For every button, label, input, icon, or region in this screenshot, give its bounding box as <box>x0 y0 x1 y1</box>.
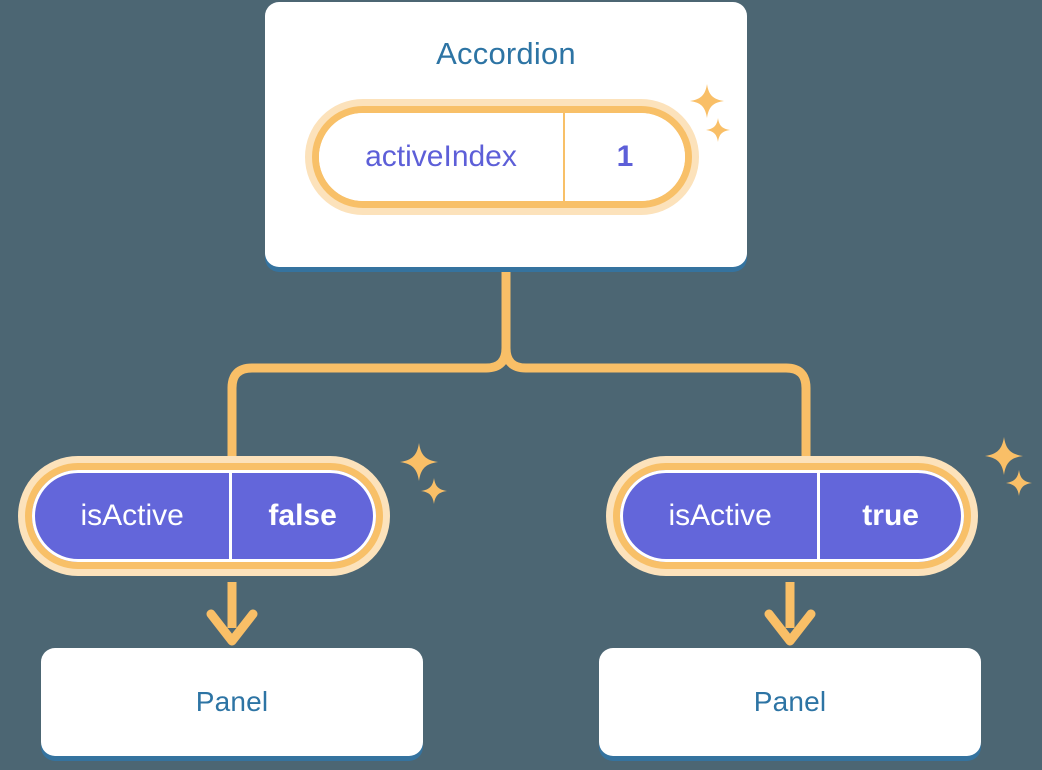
state-key: isActive <box>80 499 184 532</box>
state-pill-is-active-true[interactable]: isActive true <box>613 463 971 569</box>
tree-connector-path <box>227 263 811 468</box>
component-card-panel-right[interactable]: Panel <box>599 648 981 756</box>
sparkle-large-icon <box>690 84 724 118</box>
sparkle-small-icon <box>421 478 447 504</box>
component-title: Panel <box>753 686 827 717</box>
sparkle-large-icon <box>400 443 438 481</box>
sparkle-large-icon <box>985 437 1023 475</box>
sparkle-small-icon <box>1006 470 1032 496</box>
arrow-down-icon-right <box>764 582 816 646</box>
component-title: Accordion <box>436 36 576 71</box>
state-key: isActive <box>668 499 772 532</box>
state-pill-is-active-false[interactable]: isActive false <box>25 463 383 569</box>
arrow-down-icon-left <box>206 582 258 646</box>
state-pill-active-index[interactable]: activeIndex 1 <box>312 106 692 208</box>
state-pill-inner: isActive true <box>620 470 964 562</box>
component-title: Panel <box>195 686 269 717</box>
state-pill-inner: isActive false <box>32 470 376 562</box>
component-card-panel-left[interactable]: Panel <box>41 648 423 756</box>
state-value: true <box>817 473 961 559</box>
sparkle-small-icon <box>706 118 730 142</box>
state-value: 1 <box>563 113 685 201</box>
state-key: activeIndex <box>365 140 517 173</box>
state-value: false <box>229 473 373 559</box>
state-pill-inner: activeIndex 1 <box>319 113 685 201</box>
